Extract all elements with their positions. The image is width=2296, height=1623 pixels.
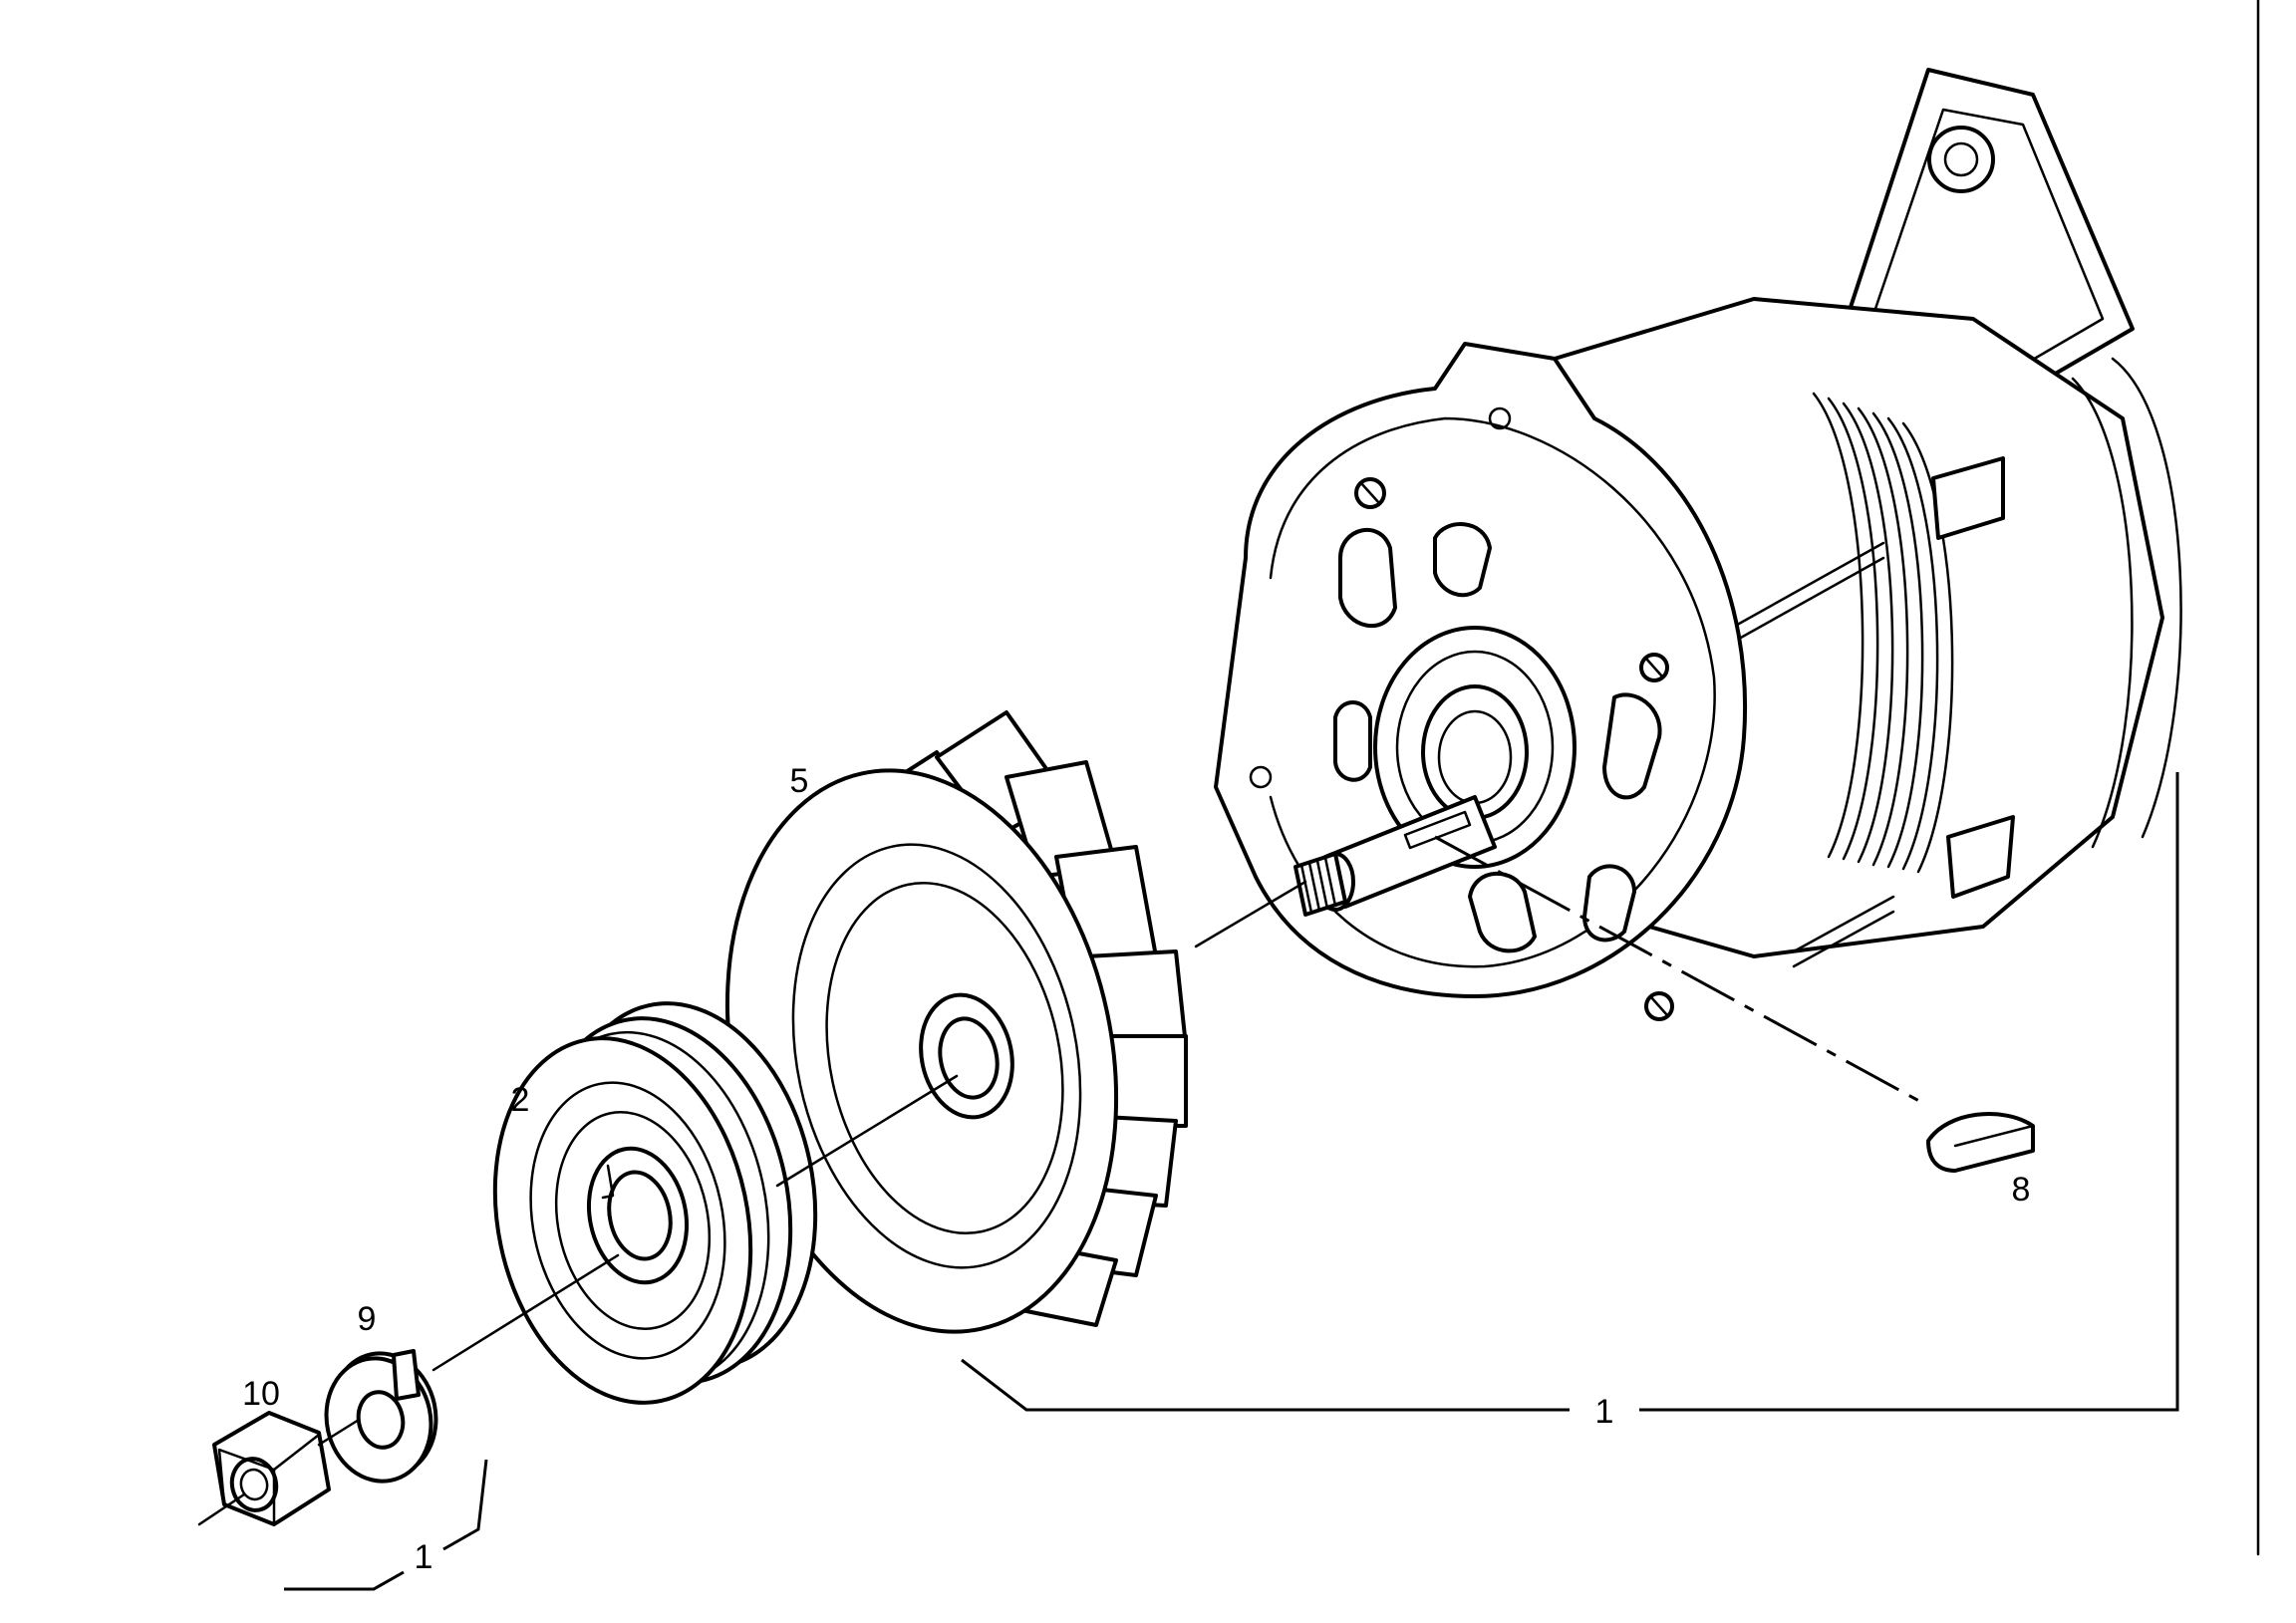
callout-assembly-main: 1 <box>1595 1393 1614 1431</box>
bracket-main-left <box>961 1358 1570 1412</box>
bracket-main-right <box>1639 772 2179 1412</box>
lock-washer <box>324 1349 438 1484</box>
hex-nut <box>212 1411 331 1526</box>
assembly-axis <box>197 835 1929 1526</box>
fan <box>724 710 1188 1334</box>
callout-fan: 5 <box>790 762 809 800</box>
pulley <box>492 1001 818 1405</box>
callout-key: 8 <box>2012 1171 2031 1209</box>
woodruff-key <box>1926 1112 2035 1173</box>
callout-pulley: 2 <box>511 1081 530 1119</box>
callout-lock-washer: 9 <box>358 1300 377 1338</box>
bracket-small-left <box>284 1570 405 1591</box>
alternator-body <box>1214 68 2182 1021</box>
callout-assembly-fasteners: 1 <box>415 1538 433 1576</box>
callout-nut: 10 <box>242 1375 280 1413</box>
bracket-small-right <box>442 1459 488 1551</box>
